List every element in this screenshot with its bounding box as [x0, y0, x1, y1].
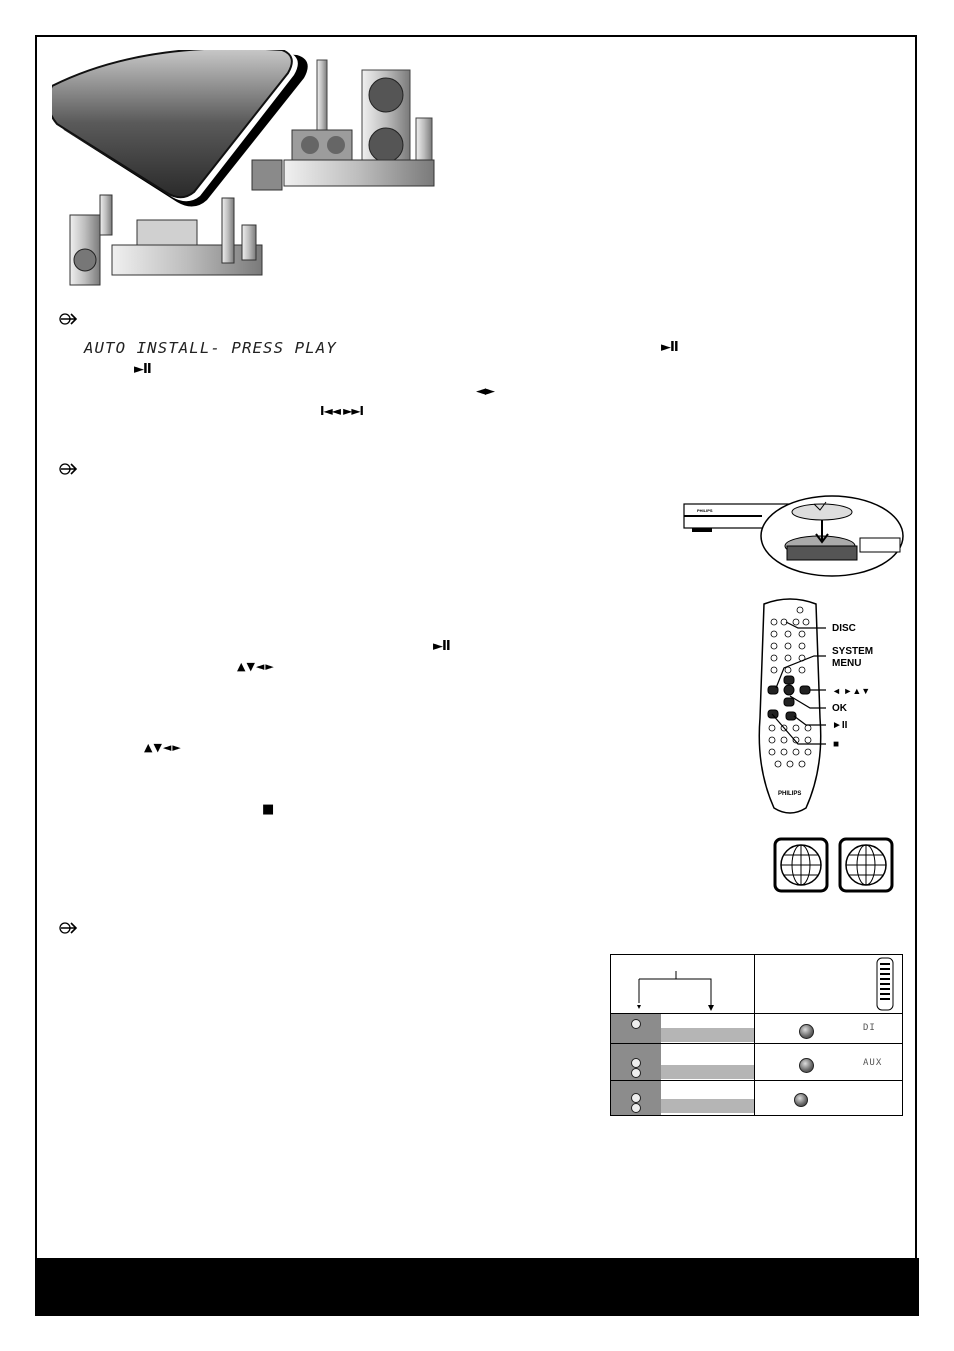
arrows-symbol: ▲▼◄► — [237, 660, 275, 673]
disc-icon — [794, 1093, 808, 1107]
globe-icon — [838, 837, 894, 893]
disc-icon — [799, 1024, 814, 1039]
arrow-right-icon — [59, 313, 78, 325]
arrow-right-icon — [59, 463, 78, 475]
remote-label-system: SYSTEM — [832, 646, 874, 657]
button-icon — [631, 1068, 641, 1078]
button-icon — [631, 1103, 641, 1113]
auto-install-display-text: AUTO INSTALL- PRESS PLAY — [83, 339, 337, 357]
remote-label-play-pause: ►II — [832, 720, 848, 731]
lcd-aux: AUX — [863, 1058, 883, 1068]
remote-label-disc: DISC — [832, 623, 856, 634]
remote-label-nav: ◄ ►▲▼ — [832, 686, 871, 696]
table-divider — [754, 955, 755, 1115]
disc-icon — [799, 1058, 814, 1073]
hero-product-image — [52, 50, 435, 286]
play-pause-symbol: ►II — [134, 362, 152, 377]
table-bar — [661, 1028, 754, 1042]
lcd-disc: DI — [863, 1023, 876, 1033]
button-icon — [631, 1093, 641, 1103]
remote-icon — [758, 598, 826, 814]
remote-brand: PHILIPS — [778, 791, 802, 797]
left-right-symbol: ◄► — [476, 384, 495, 399]
play-pause-symbol: ►II — [661, 340, 679, 355]
remote-label-stop: ■ — [833, 739, 840, 750]
button-icon — [631, 1019, 641, 1029]
remote-label-menu: MENU — [832, 658, 862, 669]
globe-icon — [773, 837, 829, 893]
play-pause-symbol: ►II — [433, 639, 451, 654]
remote-icon — [876, 957, 894, 1011]
source-table: DI AUX — [610, 954, 903, 1116]
table-bar — [661, 1099, 754, 1113]
stop-symbol: ■ — [262, 802, 274, 817]
prev-next-symbol: I◄◄ ►►I — [320, 404, 364, 418]
bracket-arrows — [637, 971, 714, 1011]
arrows-symbol: ▲▼◄► — [144, 741, 182, 754]
player-brand: PHILIPS — [697, 508, 713, 513]
table-divider — [611, 1043, 902, 1044]
disc-loading-illustration — [683, 495, 904, 577]
table-bar — [661, 1065, 754, 1079]
table-divider — [611, 1013, 902, 1014]
arrow-right-icon — [59, 922, 78, 934]
button-icon — [631, 1058, 641, 1068]
footer-band — [35, 1258, 919, 1316]
remote-label-ok: OK — [832, 703, 847, 714]
table-divider — [611, 1080, 902, 1081]
